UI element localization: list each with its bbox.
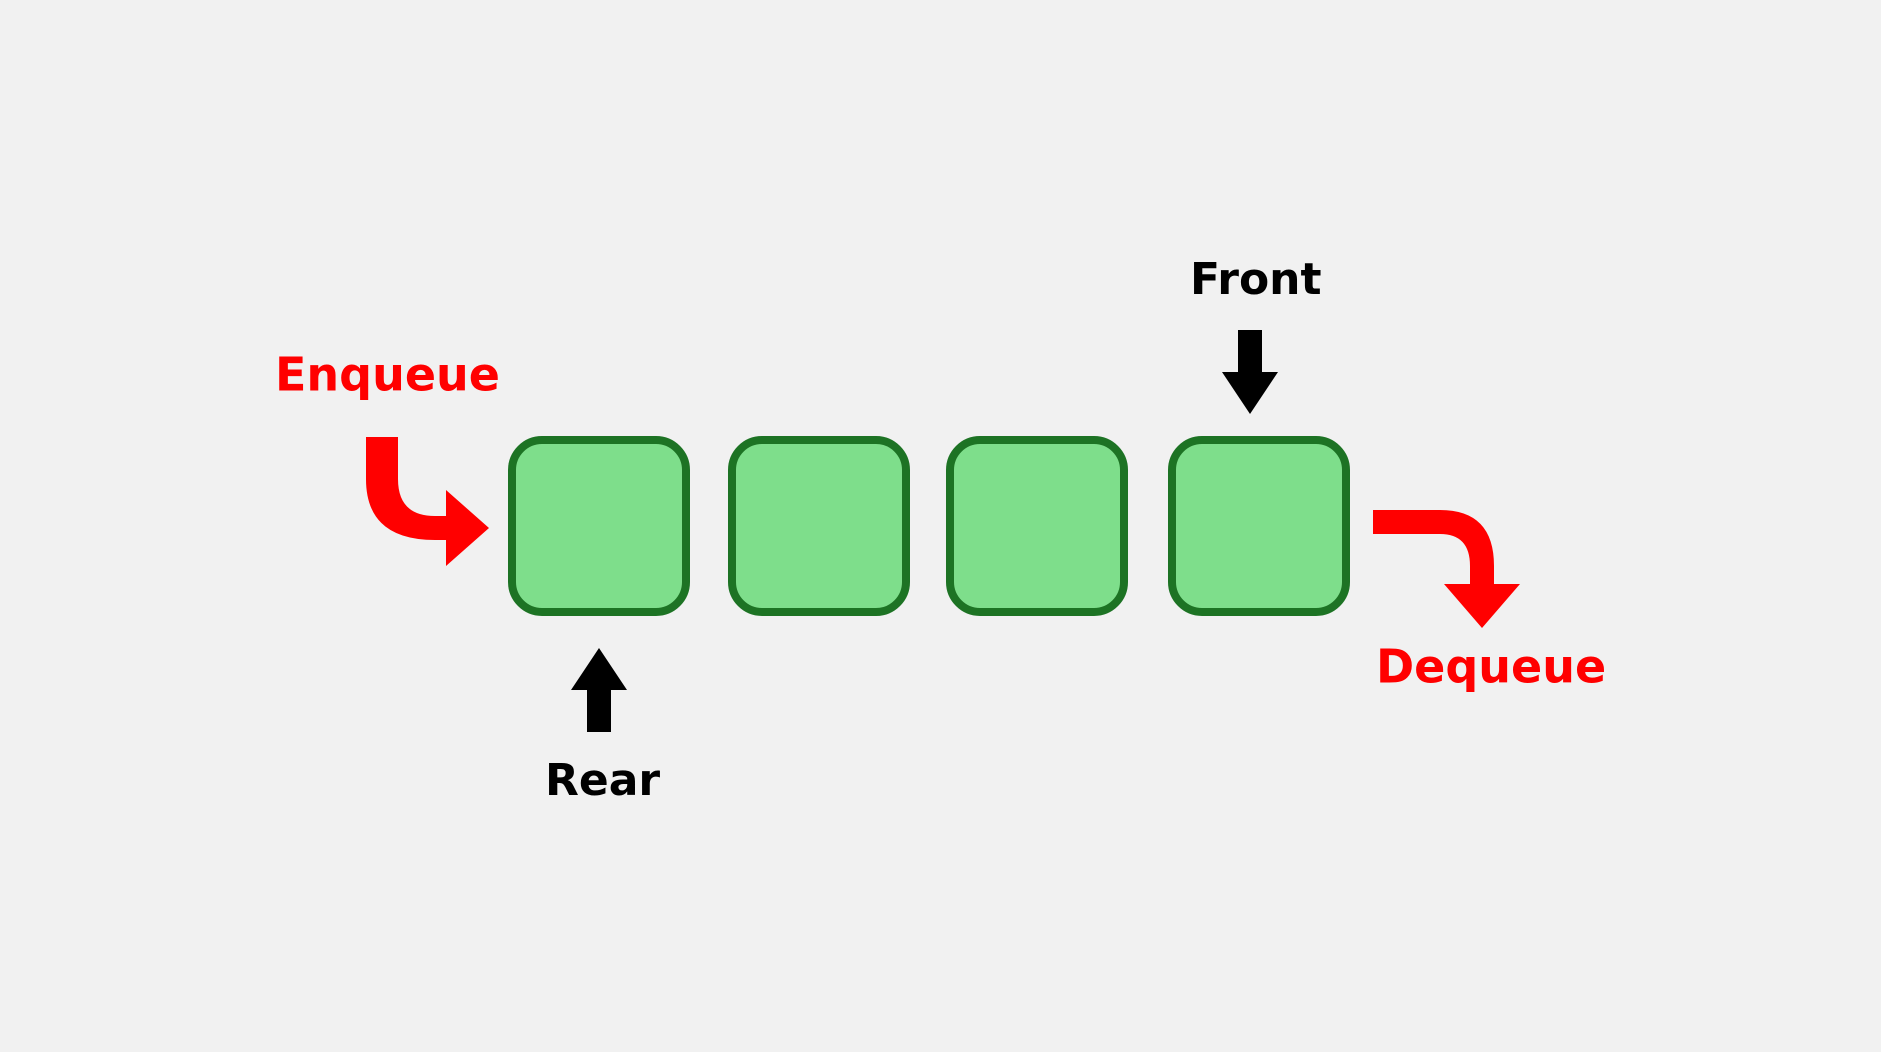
queue-cell-1[interactable]: [728, 436, 910, 616]
queue-cell-0[interactable]: [508, 436, 690, 616]
front-arrow-icon: [1222, 330, 1278, 414]
front-label: Front: [1190, 254, 1322, 305]
enqueue-label: Enqueue: [275, 348, 500, 402]
dequeue-label: Dequeue: [1376, 640, 1606, 694]
enqueue-arrow-icon: [366, 437, 489, 566]
queue-cell-2[interactable]: [946, 436, 1128, 616]
rear-label: Rear: [545, 755, 660, 806]
queue-cells-group: [508, 436, 1350, 616]
dequeue-arrow-icon: [1373, 510, 1520, 628]
queue-cell-3[interactable]: [1168, 436, 1350, 616]
rear-arrow-icon: [571, 648, 627, 732]
